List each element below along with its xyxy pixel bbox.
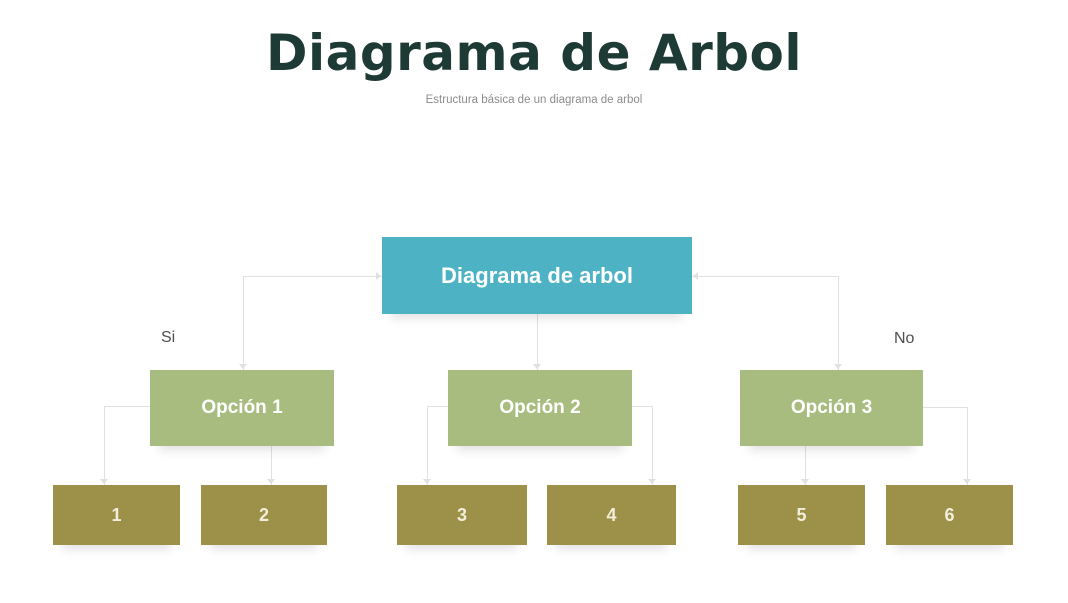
arrowhead-into-leaf-3 xyxy=(423,479,431,484)
arrowhead-into-leaf-4 xyxy=(648,479,656,484)
arrowhead-into-option-2 xyxy=(533,364,541,369)
connector-root-left-v xyxy=(243,276,244,370)
connector-op1-left-v xyxy=(104,406,105,485)
arrowhead-into-leaf-1 xyxy=(100,479,108,484)
connector-op2-right-h xyxy=(632,406,652,407)
node-leaf-4-label: 4 xyxy=(606,504,617,525)
node-option-1[interactable]: Opción 1 xyxy=(150,370,334,446)
arrowhead-into-root-left xyxy=(376,272,381,280)
connector-op2-left-v xyxy=(427,406,428,485)
page-subtitle: Estructura básica de un diagrama de arbo… xyxy=(425,94,643,106)
connector-op1-left-h xyxy=(104,406,150,407)
arrowhead-into-root-right xyxy=(693,272,698,280)
node-leaf-2-label: 2 xyxy=(258,504,269,525)
node-leaf-5-label: 5 xyxy=(796,504,807,525)
connector-root-right-h xyxy=(692,276,838,277)
node-leaf-3-label: 3 xyxy=(456,504,467,525)
connector-op3-right-h xyxy=(923,407,967,408)
node-leaf-4[interactable]: 4 xyxy=(547,485,676,545)
node-leaf-2[interactable]: 2 xyxy=(201,485,327,545)
node-root[interactable]: Diagrama de arbol xyxy=(382,237,692,314)
connector-root-mid-v xyxy=(537,314,538,370)
node-option-1-label: Opción 1 xyxy=(201,397,283,418)
arrowhead-into-leaf-2 xyxy=(267,479,275,484)
node-option-2[interactable]: Opción 2 xyxy=(448,370,632,446)
node-leaf-1-label: 1 xyxy=(111,504,122,525)
node-leaf-1[interactable]: 1 xyxy=(53,485,180,545)
connector-op2-right-v xyxy=(652,406,653,485)
node-leaf-6[interactable]: 6 xyxy=(886,485,1013,545)
branch-label-si: Si xyxy=(161,329,176,346)
arrowhead-into-leaf-6 xyxy=(963,479,971,484)
arrowhead-into-option-1 xyxy=(239,364,247,369)
arrowhead-into-option-3 xyxy=(834,364,842,369)
connector-op1-mid-v xyxy=(271,446,272,485)
connector-root-left-h xyxy=(243,276,382,277)
connector-root-right-v xyxy=(838,276,839,370)
connector-op3-mid-v xyxy=(805,446,806,485)
node-option-3-label: Opción 3 xyxy=(790,397,873,418)
connector-op3-right-v xyxy=(967,407,968,485)
branch-label-no: No xyxy=(894,330,915,347)
node-root-label: Diagrama de arbol xyxy=(441,262,633,288)
node-option-2-label: Opción 2 xyxy=(499,397,581,418)
node-option-3[interactable]: Opción 3 xyxy=(740,370,923,446)
node-leaf-5[interactable]: 5 xyxy=(738,485,865,545)
arrowhead-into-leaf-5 xyxy=(801,479,809,484)
node-leaf-3[interactable]: 3 xyxy=(397,485,527,545)
connector-op2-left-h xyxy=(427,406,448,407)
node-leaf-6-label: 6 xyxy=(944,504,955,525)
page-title: Diagrama de Arbol xyxy=(265,24,803,82)
